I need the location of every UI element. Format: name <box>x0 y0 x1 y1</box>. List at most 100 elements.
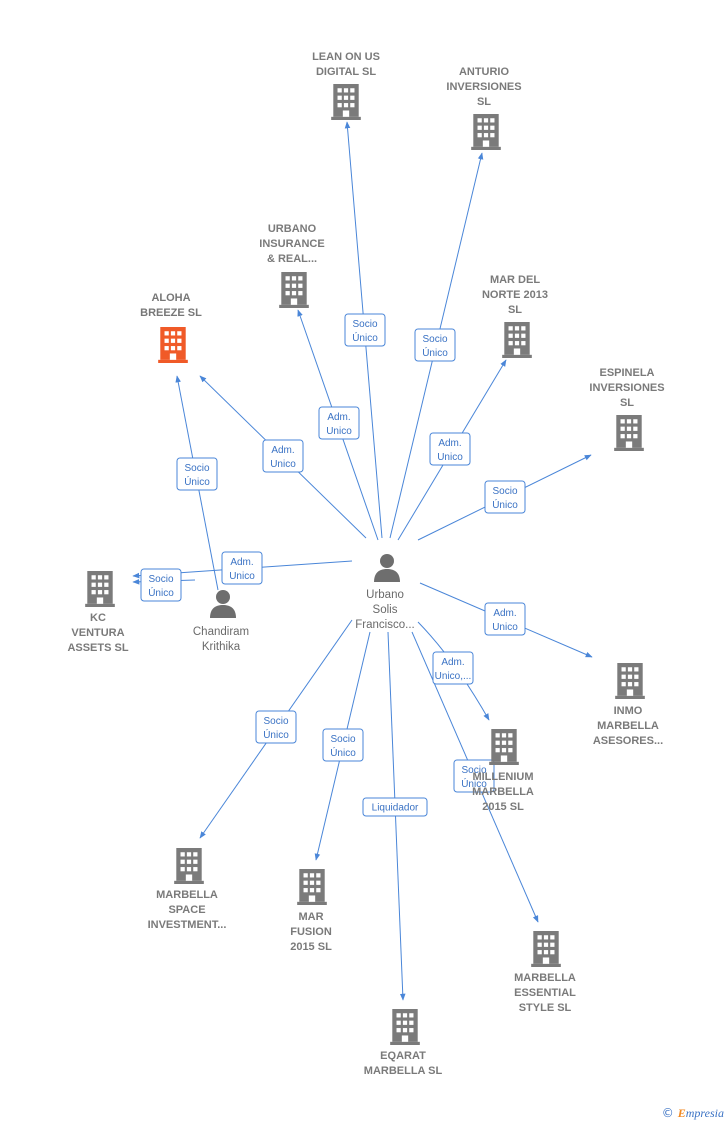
edge-label-text-line: Adm. <box>271 445 294 456</box>
company-label-line: STYLE SL <box>519 1002 572 1014</box>
edge-label-text: Adm.Unico <box>326 412 352 437</box>
edge-label-text-line: Socio <box>330 734 355 745</box>
edge-label-text-line: Único <box>461 777 487 790</box>
edge-label-box <box>362 797 428 817</box>
building-icon <box>531 931 561 967</box>
edge-label-text-line: Socio <box>263 716 288 727</box>
edge-label-box <box>453 759 495 793</box>
edge-label-to-mar-norte[interactable]: Adm.Unico <box>429 432 471 466</box>
company-label-line: SL <box>477 96 491 108</box>
edge-label-to-aloha[interactable]: Adm. Unico <box>262 439 304 473</box>
edge-label-to-eqarat[interactable]: Liquidador <box>362 797 428 817</box>
edge-label-to-millenium[interactable]: Adm.Unico,... <box>432 651 474 685</box>
edge-label-text-line: Único <box>263 728 289 741</box>
edge-label-text-line: Único <box>148 586 174 599</box>
edge-label-box <box>221 551 263 585</box>
empresia-watermark: ©Empresia <box>662 1106 724 1121</box>
edge-label-box <box>344 313 386 347</box>
company-node-aloha[interactable]: ALOHA BREEZE SL <box>140 292 202 363</box>
building-icon <box>489 729 519 765</box>
building-icon <box>279 272 309 308</box>
company-label-line: INVERSIONES <box>589 382 664 394</box>
company-label-line: MAR DEL <box>490 274 540 286</box>
person-label-line: Krithika <box>202 641 241 653</box>
edge-label-text: Liquidador <box>372 803 419 814</box>
company-label-line: MAR <box>298 911 323 923</box>
edge-label-to-inmo[interactable]: Adm.Unico <box>484 602 526 636</box>
company-label-line: ALOHA <box>151 292 190 304</box>
edge-label-center-chandiram[interactable]: Adm. Unico <box>221 551 263 585</box>
edge-label-to-urbano-ins[interactable]: Adm.Unico <box>318 406 360 440</box>
edge-label-box <box>255 710 297 744</box>
company-label-line: MARBELLA <box>472 786 534 798</box>
building-icon <box>158 327 188 363</box>
edge-label-box <box>484 480 526 514</box>
company-label-line: BREEZE SL <box>140 307 202 319</box>
person-label-line: Urbano <box>366 589 404 601</box>
building-icon <box>615 663 645 699</box>
edge-label-box <box>318 406 360 440</box>
company-label-line: ANTURIO <box>459 66 510 78</box>
edge-label-text-line: Unico <box>229 571 255 582</box>
person-label-line: Solis <box>373 604 398 616</box>
building-icon <box>614 415 644 451</box>
edge-label-text-line: Adm. <box>441 657 464 668</box>
company-label-line: NORTE 2013 <box>482 289 548 301</box>
person-label-line: Francisco... <box>355 619 414 631</box>
person-icon <box>374 554 400 582</box>
edge-label-text-line: Socio <box>148 574 173 585</box>
company-label-line: ASESORES... <box>593 735 663 747</box>
copyright-symbol: © <box>661 1106 674 1120</box>
edge-label-text-line: Adm. <box>327 412 350 423</box>
edge-label-text-line: Único <box>422 346 448 359</box>
company-label-line: VENTURA <box>71 627 124 639</box>
edge-label-box <box>262 439 304 473</box>
person-label-line: Chandiram <box>193 626 249 638</box>
company-label-line: MARBELLA SL <box>364 1065 443 1077</box>
edge-label-text-line: Unico <box>270 459 296 470</box>
edge-label-box <box>484 602 526 636</box>
edge-label-text: Adm.Unico <box>492 608 518 633</box>
edge-label-text: Adm. Unico <box>229 557 255 582</box>
company-label-line: ESSENTIAL <box>514 987 576 999</box>
company-label-line: ASSETS SL <box>67 642 128 654</box>
edge-label-text-line: Adm. <box>230 557 253 568</box>
company-label-line: URBANO <box>268 223 317 235</box>
